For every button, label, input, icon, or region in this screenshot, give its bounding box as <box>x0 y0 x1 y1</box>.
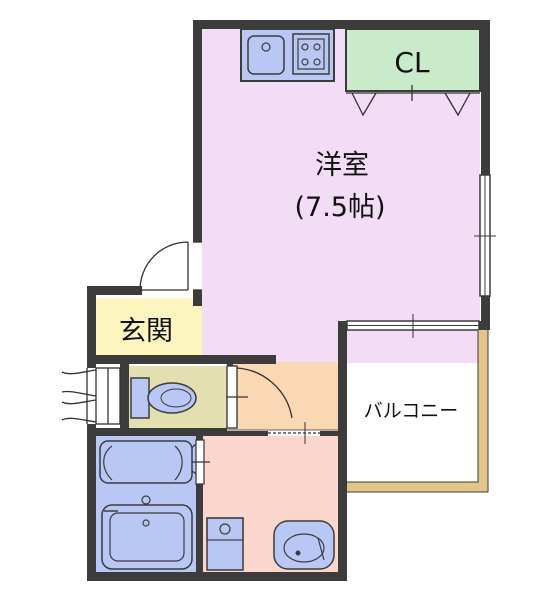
closet-outline <box>345 28 481 92</box>
grid-marks <box>411 85 414 338</box>
entrance-label: 玄関 <box>119 316 173 347</box>
right-window <box>474 174 496 297</box>
washroom-door <box>203 422 338 444</box>
closet-floor <box>346 28 480 91</box>
left-door <box>61 367 121 425</box>
washroom-fixtures <box>206 517 335 571</box>
toilet-fixture <box>130 377 197 419</box>
toilet-door <box>226 365 293 429</box>
western-room-name: 洋室 <box>315 150 369 181</box>
kitchen-counter <box>240 28 335 82</box>
balcony-railing <box>347 330 488 492</box>
closet-label: CL <box>394 46 430 79</box>
entrance-floor <box>96 298 202 356</box>
entrance-door <box>139 241 202 291</box>
western-room-size: (7.5帖) <box>294 192 385 223</box>
balcony-label: バルコニー <box>364 400 459 422</box>
bath-fixtures <box>99 440 193 570</box>
